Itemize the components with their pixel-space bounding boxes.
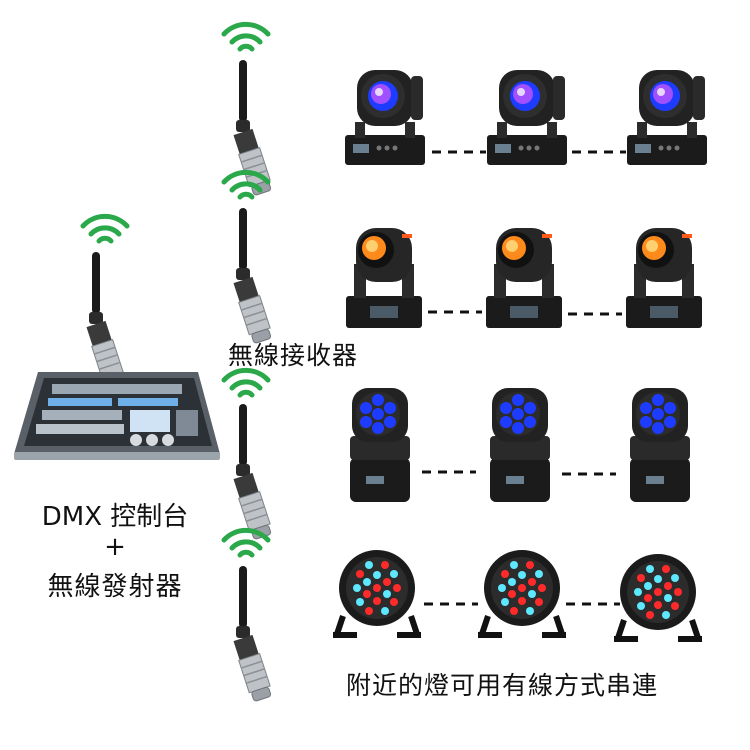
- moving-head-beam-icon: [626, 228, 702, 328]
- moving-head-beam-icon: [486, 228, 562, 328]
- console-label: DMX 控制台: [41, 502, 189, 532]
- receiver-antenna-icon: [231, 403, 274, 542]
- par-light-icon: [614, 554, 702, 642]
- par-light-icon: [333, 550, 421, 638]
- transmitter-signal-icon: [83, 216, 127, 241]
- transmitter-antenna-icon: [84, 251, 127, 390]
- chain-note: 附近的燈可用有線方式串連: [346, 671, 659, 700]
- receiver-signal-icon: [224, 530, 268, 555]
- receiver-signal-icon: [224, 370, 268, 395]
- dmx-console-icon: [14, 372, 220, 460]
- receiver-antenna-icon: [231, 59, 274, 198]
- transmitter-label: 無線發射器: [47, 572, 183, 602]
- receiver-label: 無線接收器: [228, 341, 359, 370]
- moving-head-wash-icon: [350, 388, 410, 502]
- plus-sign: +: [104, 532, 126, 562]
- receiver-antenna-icon: [231, 565, 274, 704]
- moving-head-spot-icon: [487, 70, 567, 165]
- receiver-signal-icon: [224, 24, 268, 49]
- moving-head-beam-icon: [346, 228, 422, 328]
- receiver-antenna-icon: [231, 207, 274, 346]
- moving-head-wash-icon: [490, 388, 550, 502]
- par-light-icon: [478, 550, 566, 638]
- moving-head-wash-icon: [630, 388, 690, 502]
- moving-head-spot-icon: [627, 70, 707, 165]
- moving-head-spot-icon: [345, 70, 425, 165]
